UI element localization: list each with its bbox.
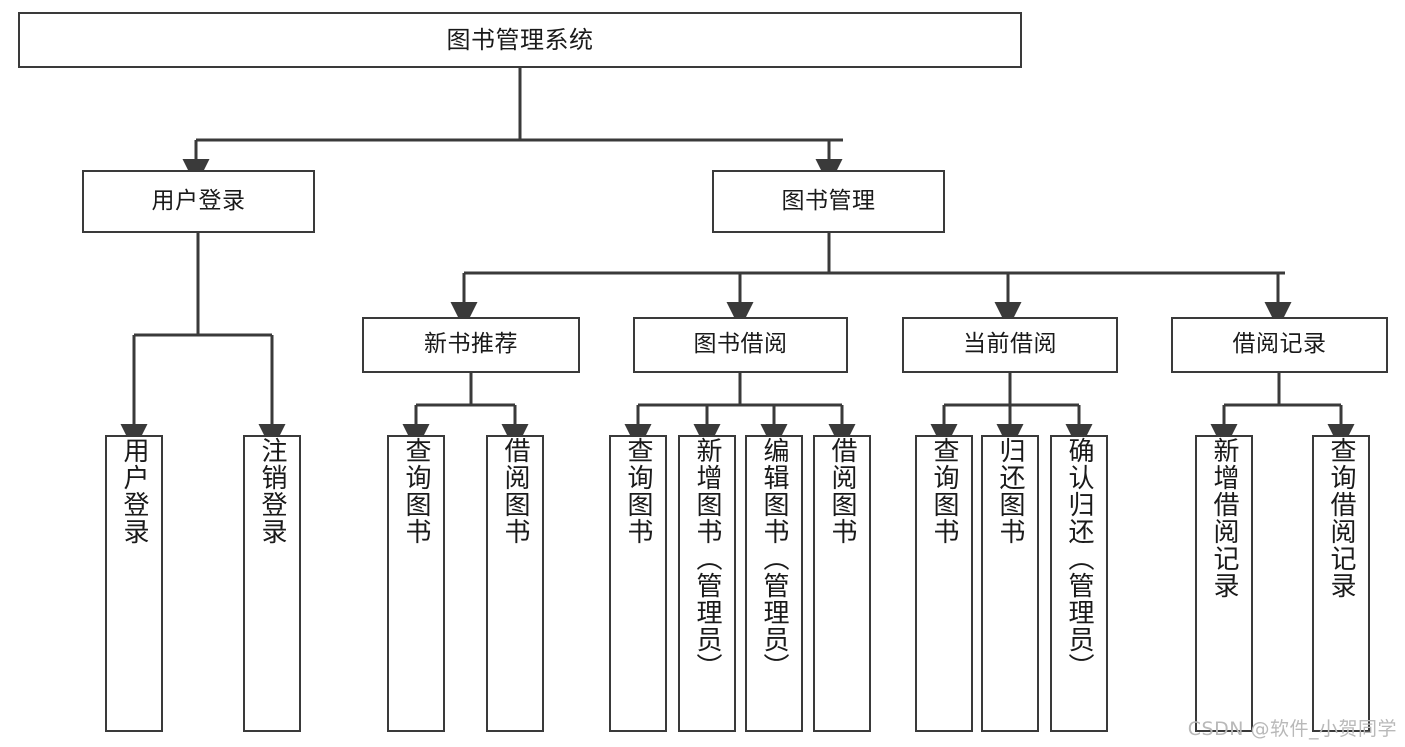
node-label: 图书管理系统 [446,25,594,54]
node-leaf-current-borrow-return[interactable]: 归还图书 [981,435,1039,732]
node-label: 归还图书 [995,437,1025,545]
node-leaf-user-login-logout[interactable]: 注销登录 [243,435,301,732]
node-leaf-book-borrow-edit[interactable]: 编辑图书（管理员） [745,435,803,732]
node-label: 编辑图书（管理员） [759,437,789,680]
node-label: 借阅图书 [500,437,530,545]
node-label: 新增借阅记录 [1209,437,1239,599]
node-user-login[interactable]: 用户登录 [82,170,315,233]
node-label: 查询借阅记录 [1326,437,1356,599]
node-label: 确认归还（管理员） [1064,437,1094,680]
node-book-borrow[interactable]: 图书借阅 [633,317,848,373]
node-new-book-recommend[interactable]: 新书推荐 [362,317,580,373]
node-label: 借阅图书 [827,437,857,545]
node-root-system[interactable]: 图书管理系统 [18,12,1022,68]
node-label: 图书管理 [781,187,876,214]
node-label: 查询图书 [623,437,653,545]
node-label: 借阅记录 [1232,331,1327,358]
node-book-management[interactable]: 图书管理 [712,170,945,233]
node-leaf-new-book-borrow[interactable]: 借阅图书 [486,435,544,732]
node-label: 新书推荐 [424,331,518,358]
node-label: 用户登录 [151,187,246,214]
node-label: 新增图书（管理员） [692,437,722,680]
node-leaf-borrow-record-add[interactable]: 新增借阅记录 [1195,435,1253,732]
node-leaf-borrow-record-query[interactable]: 查询借阅记录 [1312,435,1370,732]
node-label: 查询图书 [401,437,431,545]
node-label: 图书借阅 [693,331,788,358]
node-label: 用户登录 [119,437,149,545]
node-label: 注销登录 [257,437,287,545]
node-leaf-book-borrow-query[interactable]: 查询图书 [609,435,667,732]
node-leaf-current-borrow-confirm-return[interactable]: 确认归还（管理员） [1050,435,1108,732]
node-leaf-current-borrow-query[interactable]: 查询图书 [915,435,973,732]
node-borrow-record[interactable]: 借阅记录 [1171,317,1388,373]
node-leaf-book-borrow-borrow[interactable]: 借阅图书 [813,435,871,732]
node-leaf-new-book-query[interactable]: 查询图书 [387,435,445,732]
node-leaf-user-login-login[interactable]: 用户登录 [105,435,163,732]
node-current-borrow[interactable]: 当前借阅 [902,317,1118,373]
node-label: 查询图书 [929,437,959,545]
node-leaf-book-borrow-add[interactable]: 新增图书（管理员） [678,435,736,732]
node-label: 当前借阅 [963,331,1057,358]
